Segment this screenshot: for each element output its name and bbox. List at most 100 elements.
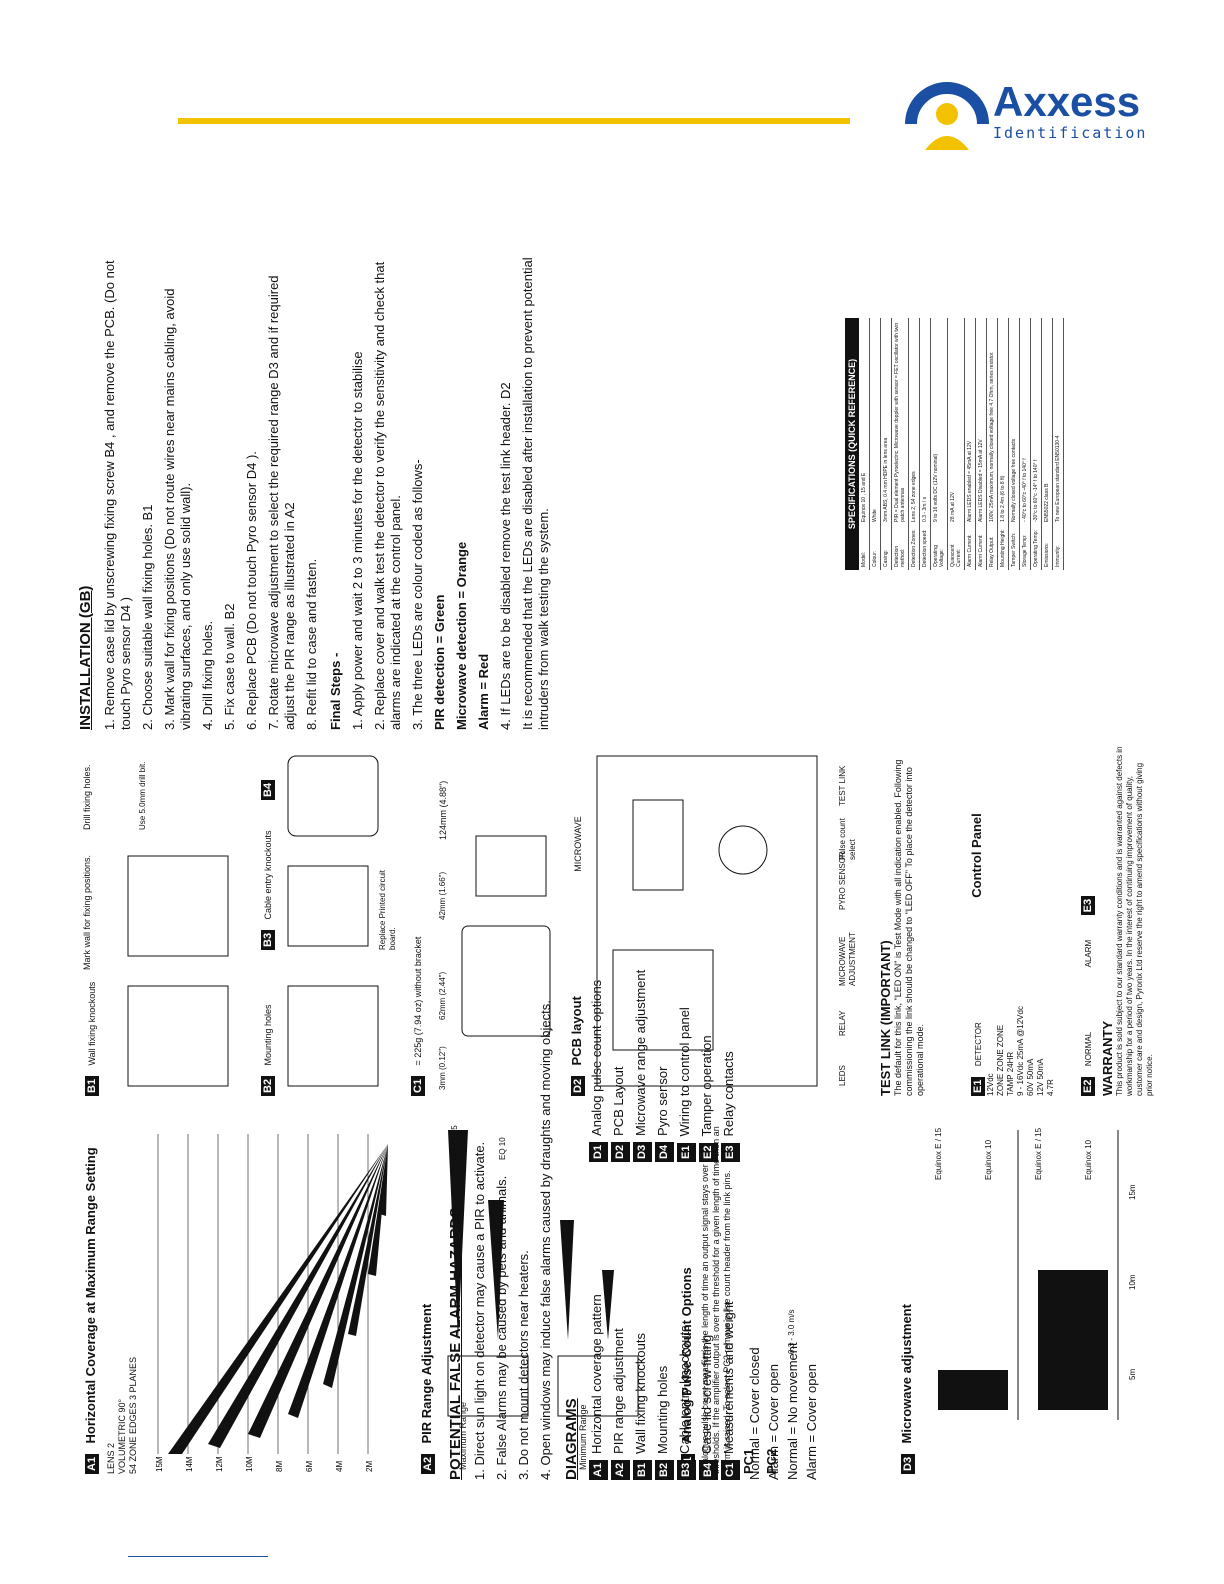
hazard-3: 3. Do not mount detectors near heaters.: [516, 1250, 531, 1480]
d3-model-4: Equinox 10: [1084, 1139, 1093, 1180]
right-rotated: POTENTIAL FALSE ALARM HAZARDS 1. Direct …: [447, 240, 868, 1480]
warranty-text: This product is sold subject to our stan…: [1115, 746, 1154, 1096]
a1-lens: LENS 2: [106, 1442, 116, 1474]
label-b3: B3: [261, 929, 275, 950]
e1-zone: ZONE ZONE ZONE: [996, 1024, 1005, 1096]
rotated-content: A1 Horizontal Coverage at Maximum Range …: [77, 240, 1154, 1480]
spec-row: Model:Equinox 10 , 15 and E: [859, 318, 870, 570]
test-link-text: The default for this link, "LED ON" is T…: [893, 759, 925, 1096]
e1-12vdc: 12Vdc: [986, 1073, 995, 1096]
a1-tick-15m: 15M: [155, 1456, 164, 1472]
label-c1: C1: [411, 1075, 425, 1096]
install-step-2: 2. Choose suitable wall fixing holes. B1: [140, 504, 155, 730]
spec-row: Colour:White: [869, 318, 881, 570]
a1-tick-4m: 4M: [335, 1461, 344, 1472]
spec-row: Operating Temp:-30°c to 60°c -14° f to 1…: [1030, 318, 1042, 570]
logo-emblem-icon: [905, 82, 989, 150]
spec-row: Emissions:EN55022 class B: [1041, 318, 1053, 570]
installation-title: INSTALLATION: [77, 622, 94, 730]
warranty-title: WARRANTY: [1100, 1020, 1115, 1096]
d3-tick-10m: 10m: [1128, 1274, 1137, 1290]
b3-title: Cable entry knockouts: [263, 830, 273, 920]
diagram-item: E1Wiring to control panel: [676, 860, 696, 1162]
specs-title: SPECIFICATIONS (QUICK REFERENCE): [845, 318, 859, 570]
installation-lang: GB: [77, 590, 94, 614]
d2-pcb-layout: [596, 755, 818, 1087]
diagram-item: A2PIR range adjustment: [610, 1178, 630, 1480]
diagrams-list: A1Horizontal coverage pattern A2PIR rang…: [588, 860, 742, 1480]
spec-row: Operating Voltage:9 to 16 volts DC (12V …: [930, 318, 948, 570]
specs-sheet: SPECIFICATIONS (QUICK REFERENCE) Model:E…: [845, 318, 1064, 570]
diagram-item: A1Horizontal coverage pattern: [588, 1178, 608, 1480]
document-sheet: A1 Horizontal Coverage at Maximum Range …: [77, 240, 1154, 1480]
fcc-note: The following note applies only to FCC m…: [980, 900, 981, 901]
label-e2: E2: [1081, 1076, 1095, 1096]
d3-model-2: Equinox 10: [984, 1139, 993, 1180]
b1-case-drawing: [127, 855, 229, 1087]
footer-rule: [128, 1556, 268, 1557]
final-step-2: 2. Replace cover and walk test the detec…: [372, 261, 403, 730]
diagram-item: D1Analog pulse count options: [588, 860, 608, 1162]
b2-title: Mounting holes: [263, 1004, 273, 1066]
b1-title: Wall fixing knockouts: [87, 981, 97, 1066]
a2-range-diagram: [447, 1130, 639, 1417]
b-mark-wall: Mark wall for fixing positions.: [82, 854, 92, 970]
install-step-8: 8. Refit lid to case and fasten.: [304, 558, 319, 730]
install-step-1: 1. Remove case lid by unscrewing fixing …: [102, 260, 133, 730]
spec-row: Quiescent Current:28 mA at 12V: [947, 318, 965, 570]
spec-row: Detection method:PIR = Dual element Pyro…: [891, 318, 909, 570]
hazard-1: 1. Direct sun light on detector may caus…: [472, 1141, 487, 1480]
a1-tick-12m: 12M: [215, 1456, 224, 1472]
final-steps-title: Final Steps -: [328, 652, 343, 730]
spec-row: Immunity:To new European standard EN5013…: [1052, 318, 1064, 570]
e3-normal-note: Normal = No movement: [785, 1342, 800, 1480]
a1-zones: 54 ZONE EDGES 3 PLANES: [128, 1356, 138, 1474]
a1-coverage-pattern: 15M 14M 12M 10M 8M 6M 4M 2M: [155, 1134, 388, 1472]
c1-weight: = 225g (7.94 oz) without bracket: [413, 936, 423, 1066]
label-b2: B2: [261, 1075, 275, 1096]
c1-depth: 3mm (0.12"): [438, 1046, 447, 1090]
e2-normal: NORMAL: [1084, 1031, 1093, 1067]
spec-row: Storage Temp:- 40°c to 60°c -40° f to 14…: [1019, 318, 1031, 570]
e1-relay-2: 12V 50mA: [1036, 1058, 1045, 1096]
diagram-item: E3Relay contacts: [720, 860, 740, 1162]
a1-volumetric: VOLUMETRIC 90°: [117, 1398, 127, 1474]
diagram-item: B3Cable entry knockouts: [676, 1178, 696, 1480]
a1-tick-6m: 6M: [305, 1461, 314, 1472]
install-step-3: 3. Mark wall for fixing positions (Do no…: [162, 288, 193, 730]
tamper-relay-notes: Normal = Cover closed Alarm = Cover open…: [746, 860, 820, 1480]
column-diagrams-a: A1 Horizontal Coverage at Maximum Range …: [78, 1110, 1146, 1480]
led-green: PIR detection = Green: [432, 594, 447, 730]
diagrams-title: DIAGRAMS: [563, 1398, 580, 1480]
spec-row: Casing:3mm ABS, 0.4 mm HDPE in lens area: [880, 318, 892, 570]
diagram-item: E2Tamper operation: [698, 860, 718, 1162]
logo-wordmark: Axxess: [993, 78, 1141, 125]
header-accent-bar: [178, 118, 850, 124]
b2-b4-drawings: [287, 755, 379, 1087]
final-step-1: 1. Apply power and wait 2 to 3 minutes f…: [350, 351, 365, 730]
diagram-item: D2PCB Layout: [610, 860, 630, 1162]
d3-tick-15m: 15m: [1128, 1184, 1137, 1200]
a1-tick-14m: 14M: [185, 1456, 194, 1472]
diagram-item: B4Case lid screw fitting: [698, 1178, 718, 1480]
e1-detector: DETECTOR: [974, 1022, 983, 1067]
label-e3: E3: [1081, 895, 1095, 916]
e1-specs: 9 - 16Vdc 25mA @12Vdc: [1016, 1006, 1025, 1096]
hazard-4: 4. Open windows may induce false alarms …: [538, 1000, 553, 1480]
right-sheet: POTENTIAL FALSE ALARM HAZARDS 1. Direct …: [447, 240, 868, 1480]
diagram-item: B1Wall fixing knockouts: [632, 1178, 652, 1480]
e1-control-panel: Control Panel: [969, 813, 984, 898]
a1-tick-2m: 2M: [365, 1461, 374, 1472]
specs-table: Model:Equinox 10 , 15 and E Colour:White…: [859, 318, 1064, 570]
d3-model-1: Equinox E / 15: [934, 1127, 943, 1180]
spec-row: Relay Output:100V, 25mA maximum, normall…: [986, 318, 998, 570]
label-a1: A1: [85, 1453, 99, 1474]
a1-tick-8m: 8M: [275, 1461, 284, 1472]
label-a2: A2: [421, 1453, 435, 1474]
a2-title: PIR Range Adjustment: [419, 1303, 434, 1444]
b-drill: Drill fixing holes.: [82, 764, 92, 830]
install-step-5: 5. Fix case to wall. B2: [222, 603, 237, 730]
e3-alarm-note: Alarm = Cover open: [804, 1364, 819, 1480]
logo-tagline: Identification: [993, 124, 1148, 142]
c1-width: 62mm (2.44"): [438, 971, 447, 1020]
